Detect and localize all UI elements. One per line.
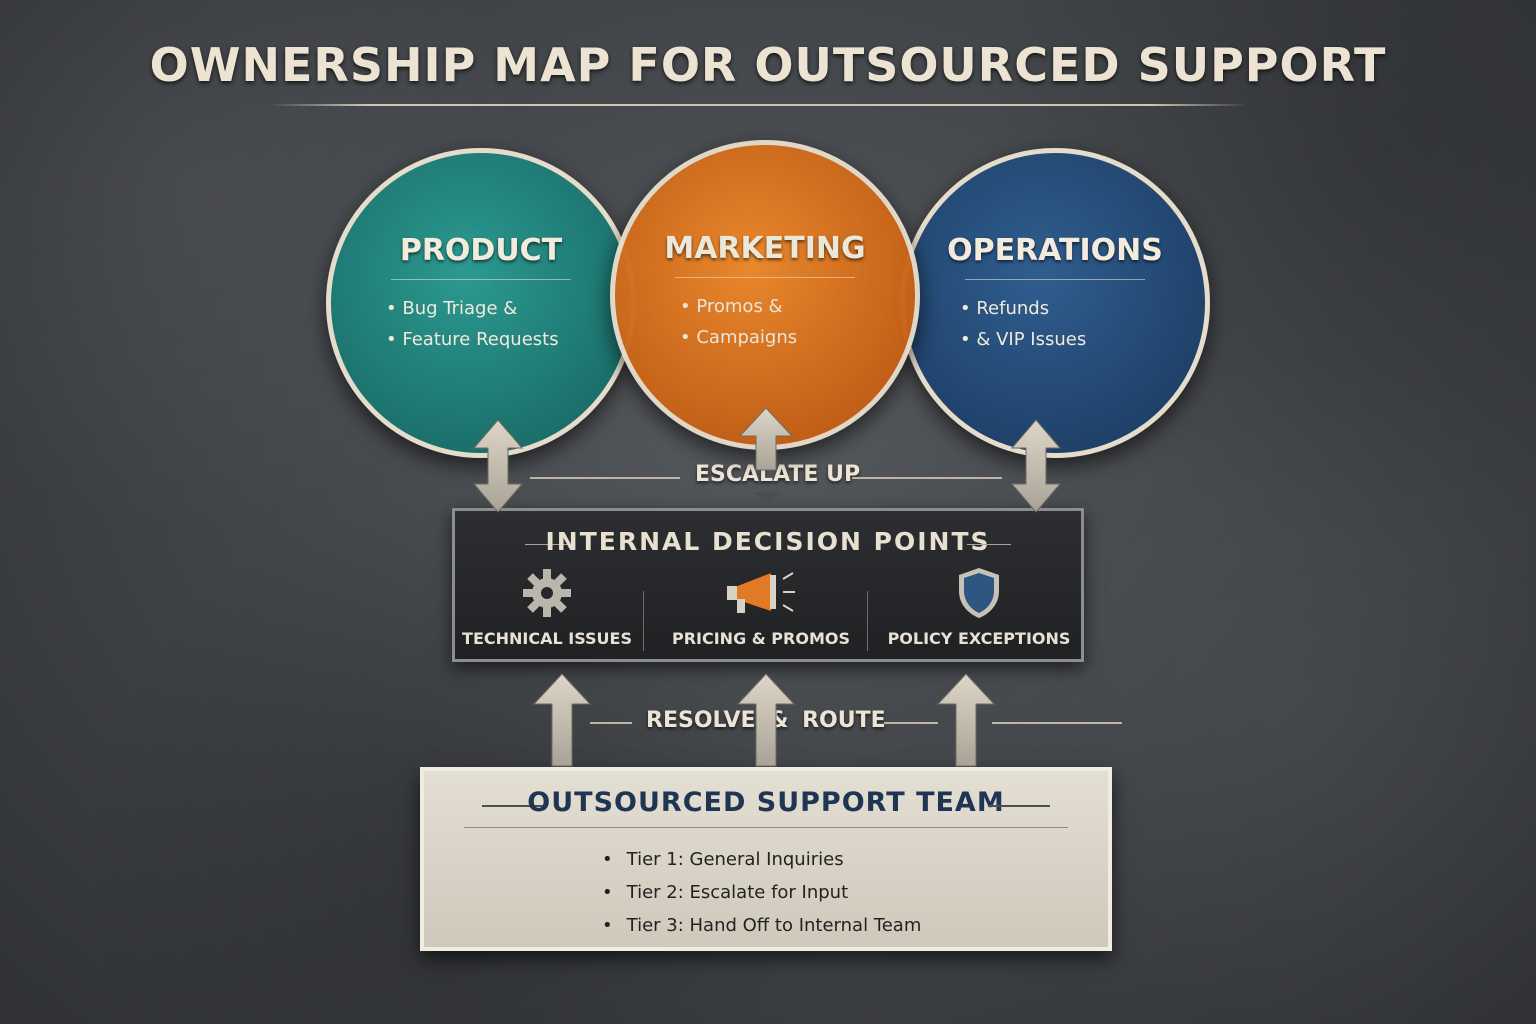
route-line-left [590, 722, 632, 724]
dp-technical-label: TECHNICAL ISSUES [462, 629, 632, 648]
dp-policy-label: POLICY EXCEPTIONS [887, 629, 1071, 648]
operations-circle: OPERATIONS Refunds & VIP Issues [900, 148, 1210, 458]
decision-points-title: INTERNAL DECISION POINTS [545, 527, 991, 556]
team-up-arrow-left [532, 673, 592, 767]
escalate-pointer [752, 492, 780, 504]
route-line-right-b [992, 722, 1122, 724]
support-team-panel: OUTSOURCED SUPPORT TEAM Tier 1: General … [420, 767, 1112, 951]
team-tier-item: Tier 3: Hand Off to Internal Team [602, 909, 922, 942]
dp-pricing: PRICING & PROMOS [661, 565, 861, 648]
marketing-list: Promos & Campaigns [680, 291, 885, 353]
product-item: Feature Requests [386, 324, 601, 355]
route-line-right-a [884, 722, 938, 724]
title-divider [268, 104, 1248, 106]
marketing-divider [675, 277, 855, 278]
escalate-line-right [852, 477, 1002, 479]
marketing-item: Promos & [680, 291, 885, 322]
page-title: OWNERSHIP MAP FOR OUTSOURCED SUPPORT [149, 38, 1387, 92]
dp-title-line-right [967, 544, 1011, 545]
dp-pricing-label: PRICING & PROMOS [671, 629, 850, 648]
dp-separator [643, 591, 644, 651]
operations-item: Refunds [960, 293, 1175, 324]
route-label: RESOLVE & ROUTE [646, 708, 886, 733]
team-title-line-right [988, 805, 1050, 807]
team-tier-list: Tier 1: General Inquiries Tier 2: Escala… [602, 843, 922, 942]
product-list: Bug Triage & Feature Requests [386, 293, 601, 355]
megaphone-icon [661, 565, 861, 621]
team-divider [464, 827, 1068, 828]
team-tier-item: Tier 1: General Inquiries [602, 843, 921, 876]
operations-item: & VIP Issues [960, 324, 1175, 355]
team-up-arrow-right [936, 673, 996, 767]
operations-list: Refunds & VIP Issues [960, 293, 1175, 355]
shield-icon [879, 565, 1079, 621]
escalate-line-left [530, 477, 680, 479]
operations-heading: OPERATIONS [947, 233, 1163, 268]
product-item: Bug Triage & [386, 293, 601, 324]
product-heading: PRODUCT [399, 233, 563, 268]
decision-points-panel: INTERNAL DECISION POINTS TECHNICAL ISSU [452, 508, 1084, 662]
escalate-label: ESCALATE UP [695, 462, 861, 487]
team-title-line-left [482, 805, 544, 807]
gear-icon [447, 565, 647, 621]
dp-policy: POLICY EXCEPTIONS [879, 565, 1079, 648]
marketing-item: Campaigns [680, 322, 885, 353]
product-divider [391, 279, 571, 280]
dp-title-line-left [525, 544, 569, 545]
dp-separator [867, 591, 868, 651]
team-tier-item: Tier 2: Escalate for Input [602, 876, 921, 909]
support-team-title: OUTSOURCED SUPPORT TEAM [527, 787, 1005, 818]
product-circle: PRODUCT Bug Triage & Feature Requests [326, 148, 636, 458]
marketing-circle: MARKETING Promos & Campaigns [610, 140, 920, 450]
dp-technical: TECHNICAL ISSUES [447, 565, 647, 648]
operations-divider [965, 279, 1145, 280]
marketing-heading: MARKETING [664, 231, 866, 266]
